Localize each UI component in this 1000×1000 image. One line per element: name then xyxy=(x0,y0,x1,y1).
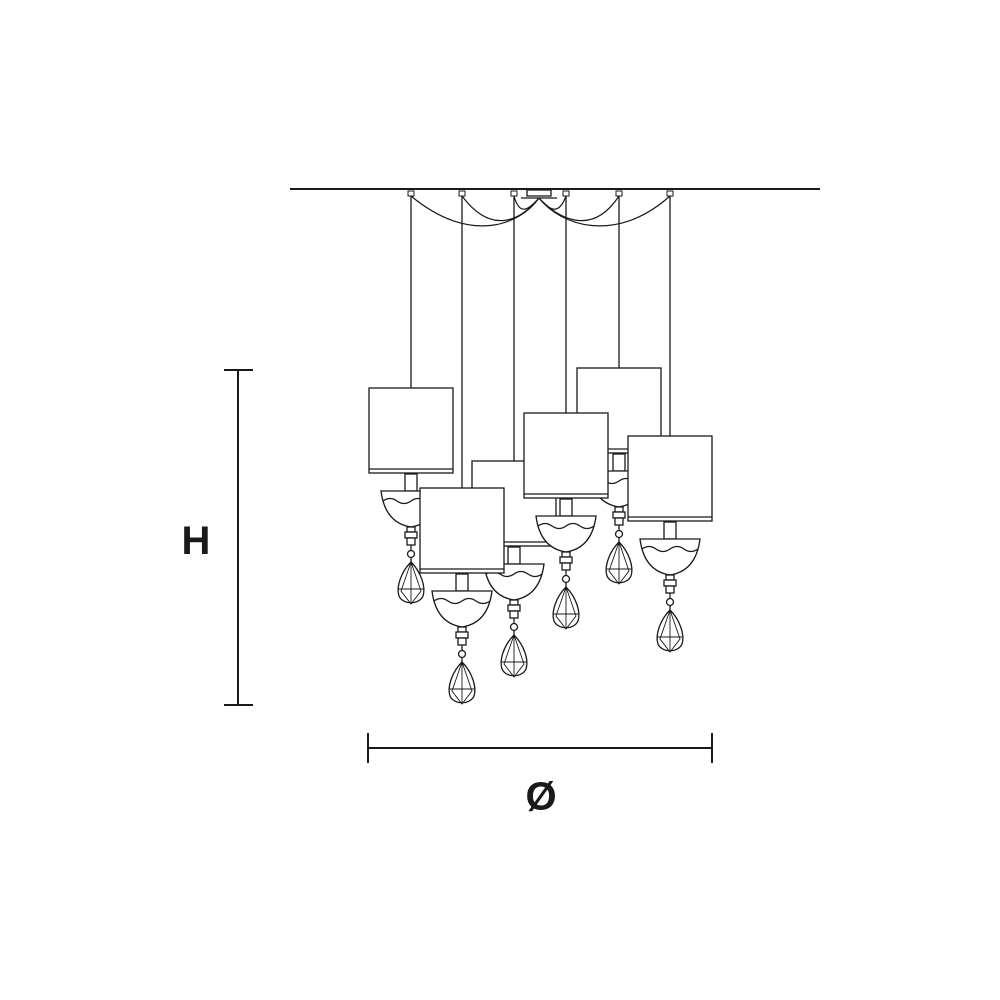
connector-bead xyxy=(614,517,624,526)
lamp-shade xyxy=(419,487,505,574)
link-ring xyxy=(561,574,571,584)
lamp-shade xyxy=(523,412,609,499)
lamp-stem xyxy=(663,521,677,540)
lamp-shade xyxy=(368,387,454,474)
crystal-facets xyxy=(449,660,475,705)
connector-bead xyxy=(457,637,467,646)
cup-scallop xyxy=(433,597,491,605)
pendant-light xyxy=(368,196,454,605)
pendant-lights xyxy=(368,196,713,705)
link-ring xyxy=(509,622,519,632)
connector-bead xyxy=(665,585,675,594)
connector-bead xyxy=(665,574,675,581)
link-ring xyxy=(406,549,416,559)
connector-bead xyxy=(614,506,624,513)
connector-bead xyxy=(561,551,571,558)
cup-scallop xyxy=(641,545,699,553)
connector-bead xyxy=(455,631,469,639)
cable-swags xyxy=(410,195,671,227)
diameter-label: Ø xyxy=(525,775,556,819)
connector-bead xyxy=(561,562,571,571)
connector-bead xyxy=(559,556,573,564)
crystal-cup xyxy=(639,538,701,576)
crystal-cup xyxy=(431,590,493,628)
crystal-facets xyxy=(606,540,632,585)
connector-bead xyxy=(507,604,521,612)
connector-bead xyxy=(406,537,416,546)
lamp-stem xyxy=(507,546,521,565)
connector-bead xyxy=(406,526,416,533)
connector-bead xyxy=(457,626,467,633)
lamp-shade xyxy=(627,435,713,522)
connector-bead xyxy=(404,531,418,539)
link-ring xyxy=(614,529,624,539)
height-dimension xyxy=(224,369,253,706)
cup-scallop xyxy=(537,522,595,530)
pendant-light xyxy=(419,196,505,705)
crystal-facets xyxy=(553,585,579,630)
crystal-facets xyxy=(398,560,424,605)
height-label: H xyxy=(182,519,211,563)
connector-bead xyxy=(509,599,519,606)
pendant-light xyxy=(627,196,713,653)
link-ring xyxy=(665,597,675,607)
lamp-stem xyxy=(404,473,418,492)
lamp-stem xyxy=(559,498,573,517)
connector-bead xyxy=(612,511,626,519)
crystal-facets xyxy=(657,608,683,653)
connector-bead xyxy=(663,579,677,587)
diameter-dimension xyxy=(367,733,713,763)
pendant-light xyxy=(523,196,609,630)
lamp-stem xyxy=(612,453,626,472)
lamp-stem xyxy=(455,573,469,592)
connector-bead xyxy=(509,610,519,619)
link-ring xyxy=(457,649,467,659)
crystal-facets xyxy=(501,633,527,678)
ceiling-canopy xyxy=(521,189,557,199)
